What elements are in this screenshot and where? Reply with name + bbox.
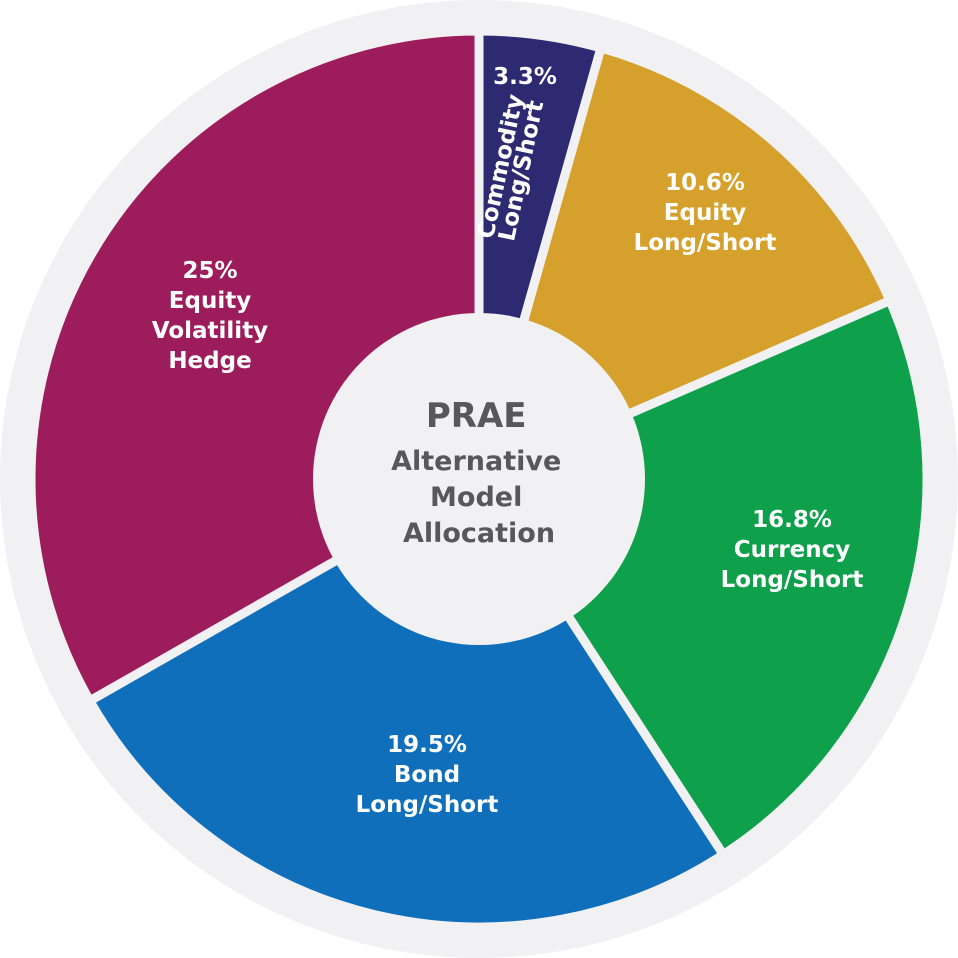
slice-name-line: Volatility (152, 318, 268, 344)
slice-name-line: Long/Short (356, 792, 499, 818)
slice-name-line: Hedge (168, 348, 251, 374)
center-title: PRAE Alternative Model Allocation (391, 396, 567, 549)
center-circle (313, 313, 645, 645)
slice-name-line: Equity (169, 288, 251, 314)
slice-name-line: Long/Short (634, 230, 777, 256)
pie-slice (85, 474, 728, 932)
slice-name-line: Bond (394, 762, 460, 788)
slice-value-label: 10.6% (665, 170, 745, 196)
slice-value-label: 3.3% (493, 64, 557, 90)
slice-name-line: Long/Short (721, 567, 864, 593)
slice-value-label: 19.5% (387, 732, 467, 758)
slice-name-line: Currency (734, 537, 851, 563)
slice-value-label: 25% (182, 258, 237, 284)
slice-value-label: 16.8% (752, 507, 832, 533)
slice-name-line: Equity (664, 200, 746, 226)
